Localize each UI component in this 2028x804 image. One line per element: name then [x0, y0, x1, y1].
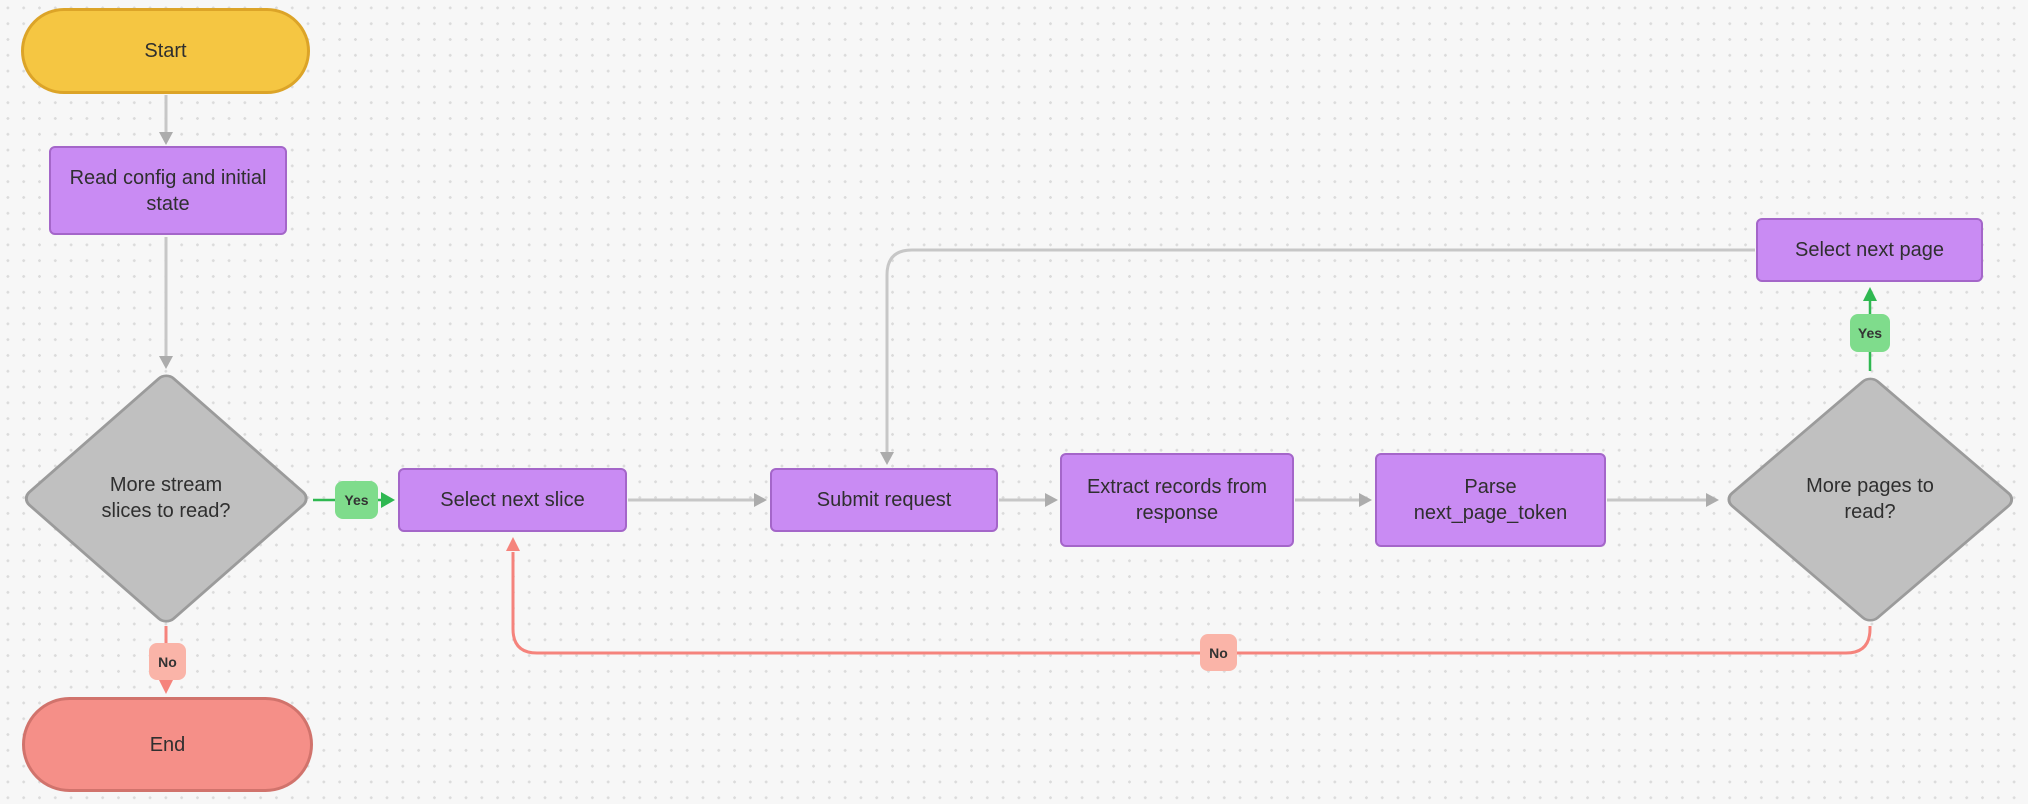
arrowhead-submit-to-extract	[1045, 493, 1058, 507]
arrowhead-select-slice-to-submit	[754, 493, 767, 507]
arrowhead-more-slices-yes	[381, 492, 395, 508]
arrowhead-extract-to-parse	[1359, 493, 1372, 507]
node-select-next-page: Select next page	[1756, 218, 1983, 282]
edge-label-more-pages-no: No	[1200, 634, 1237, 671]
decision-more-slices-label: More stream slices to read?	[101, 474, 231, 522]
arrowhead-select-page-to-submit-loop	[880, 452, 894, 465]
arrowhead-more-pages-yes	[1863, 287, 1877, 301]
arrowhead-more-pages-no-loop	[506, 537, 520, 551]
node-submit-request: Submit request	[770, 468, 998, 532]
arrowhead-start-to-read-config	[159, 132, 173, 145]
arrowhead-parse-to-more-pages	[1706, 493, 1719, 507]
edge-label-more-slices-no: No	[149, 643, 186, 680]
arrowhead-read-config-to-more-slices	[159, 356, 173, 369]
node-read-config: Read config and initial state	[49, 146, 287, 235]
node-end: End	[22, 697, 313, 792]
node-select-next-slice: Select next slice	[398, 468, 627, 532]
edge-select-page-to-submit-loop	[885, 248, 1755, 453]
arrowhead-more-slices-no	[159, 680, 173, 694]
decision-more-pages-label: More pages to read?	[1806, 475, 1934, 523]
node-start: Start	[21, 8, 310, 94]
edge-label-more-pages-yes: Yes	[1850, 314, 1890, 352]
node-parse-next-page-token: Parse next_page_token	[1375, 453, 1606, 547]
edge-more-pages-no-loop	[511, 552, 1872, 655]
edge-label-more-slices-yes: Yes	[335, 481, 378, 519]
node-extract-records: Extract records from response	[1060, 453, 1294, 547]
